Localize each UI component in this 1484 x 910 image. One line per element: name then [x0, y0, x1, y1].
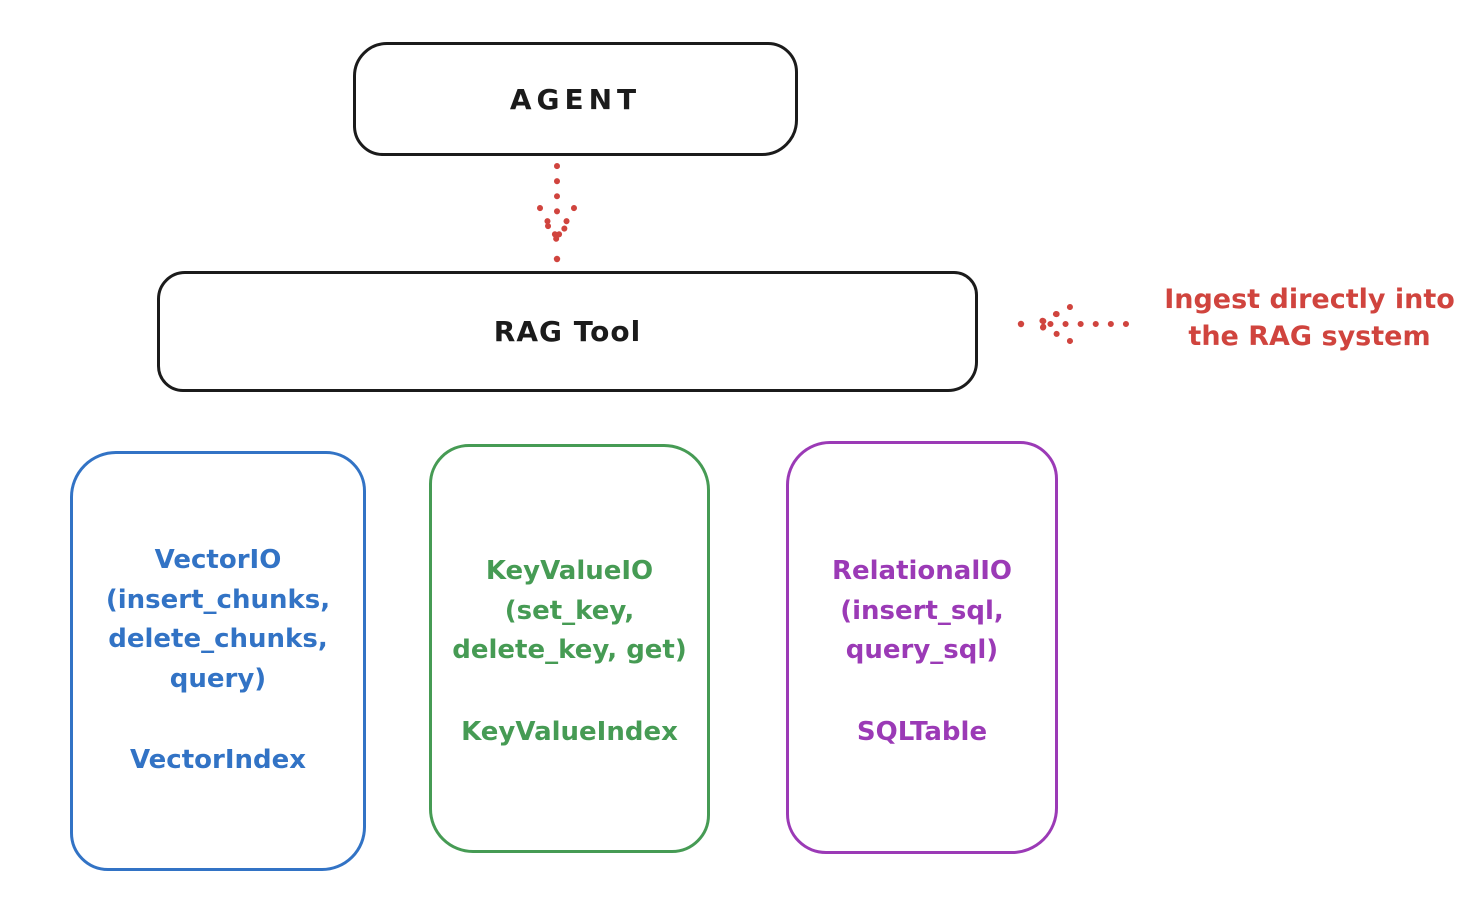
relational-io-box: RelationalIO (insert_sql, query_sql) SQL…: [786, 441, 1058, 854]
rag-tool-node: RAG Tool: [157, 271, 978, 392]
agent-node-label: AGENT: [509, 82, 642, 116]
keyvalue-io-box: KeyValueIO (set_key, delete_key, get) Ke…: [429, 444, 710, 853]
vector-io-interface-label: VectorIO (insert_chunks, delete_chunks, …: [105, 545, 331, 694]
agent-node: AGENT: [353, 42, 798, 156]
vector-index-label: VectorIndex: [129, 745, 307, 776]
ingest-annotation: Ingest directly into the RAG system: [1164, 284, 1455, 353]
relational-io-interface-label: RelationalIO (insert_sql, query_sql): [831, 556, 1013, 666]
rag-tool-node-label: RAG Tool: [493, 315, 642, 348]
sql-table-label: SQLTable: [856, 716, 988, 747]
keyvalue-io-interface-label: KeyValueIO (set_key, delete_key, get): [452, 556, 687, 666]
vector-io-box: VectorIO (insert_chunks, delete_chunks, …: [70, 451, 366, 871]
keyvalue-index-label: KeyValueIndex: [461, 716, 678, 747]
dotted-down-arrow-icon: [537, 163, 577, 263]
dotted-left-arrow-icon: [1017, 304, 1129, 344]
